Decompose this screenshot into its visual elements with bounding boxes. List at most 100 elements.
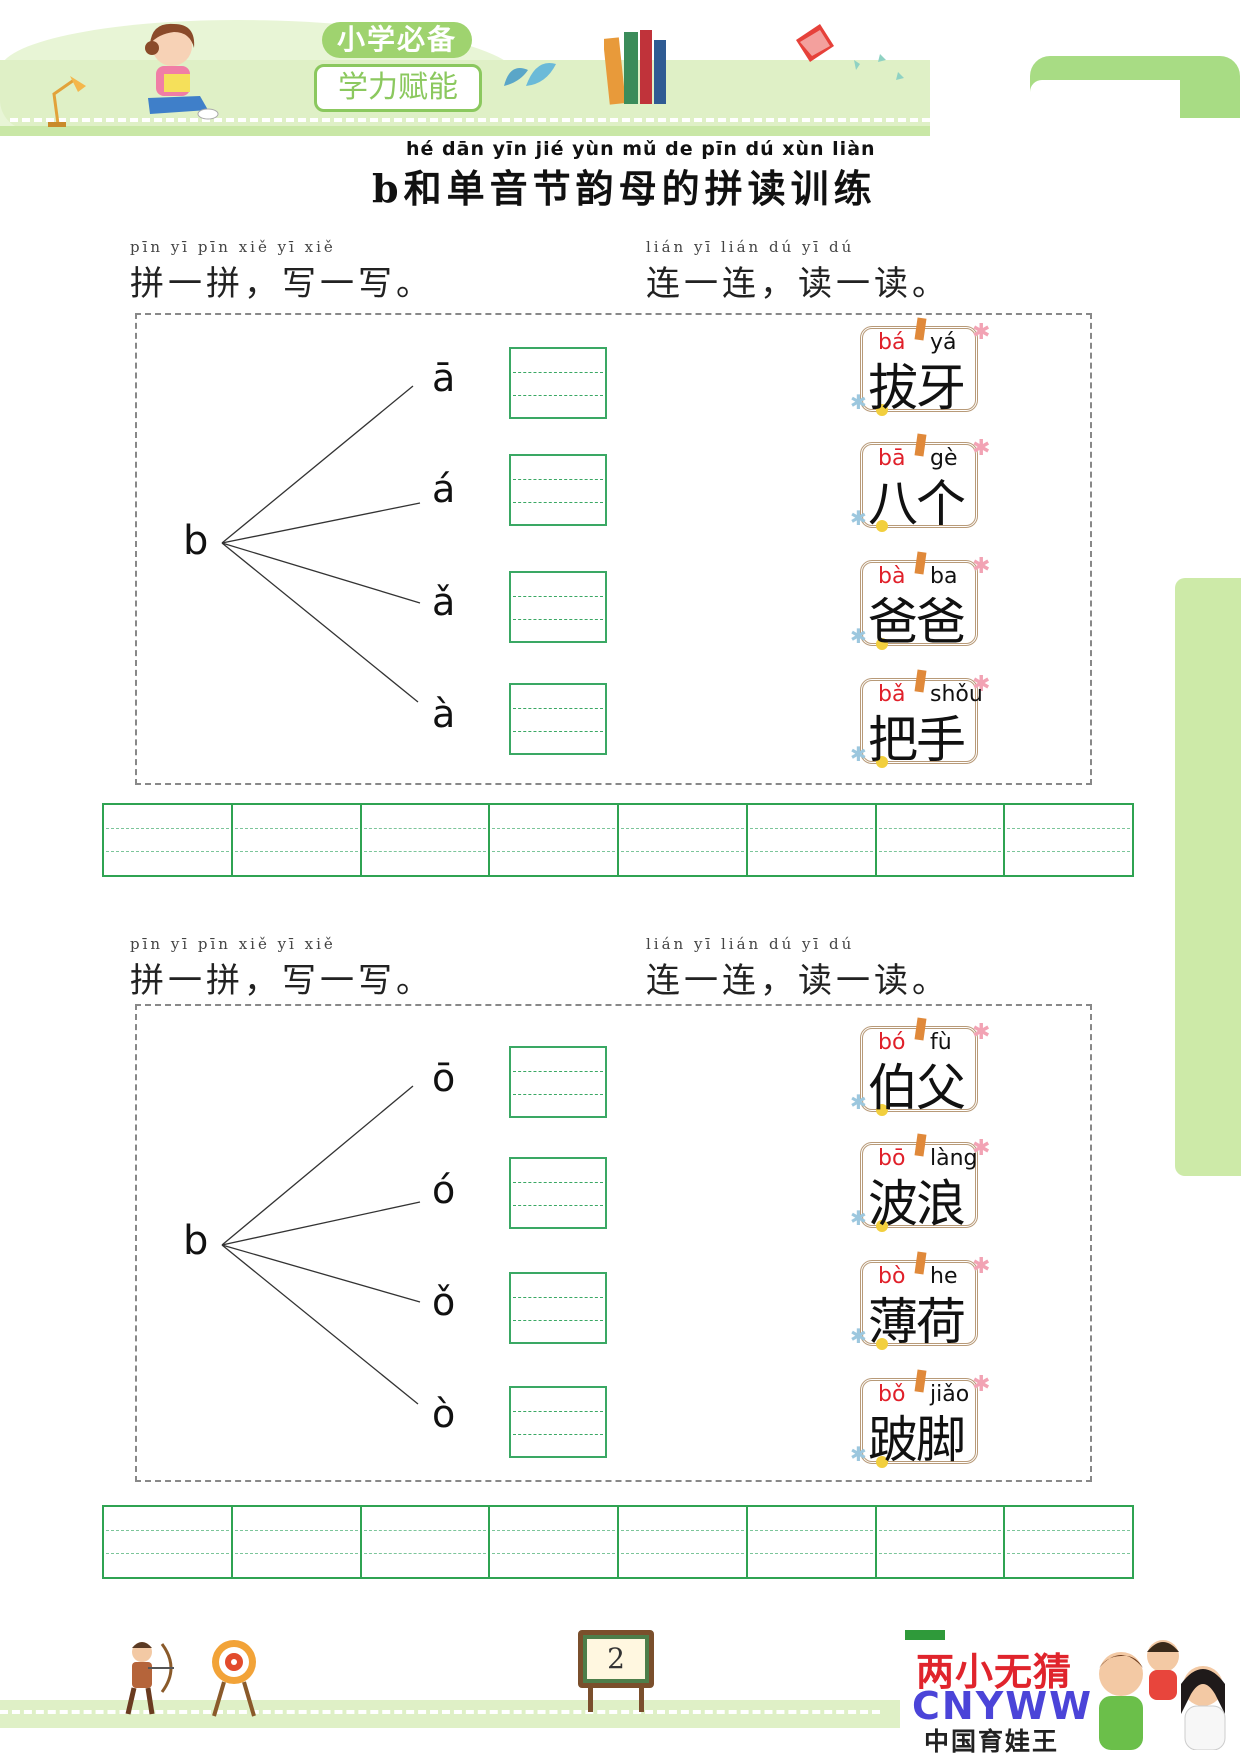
- practice-box: [135, 313, 1092, 785]
- answer-box[interactable]: [509, 1046, 607, 1118]
- star-icon: ✱: [972, 672, 991, 697]
- word-card[interactable]: ✱ ✱ bà ba 爸爸: [848, 551, 990, 651]
- card-pinyin-2: jiǎo: [930, 1382, 970, 1407]
- answer-box[interactable]: [509, 1272, 607, 1344]
- grid-cell[interactable]: [490, 805, 619, 875]
- answer-box[interactable]: [509, 1386, 607, 1458]
- grid-cell[interactable]: [877, 1507, 1006, 1577]
- grid-cell[interactable]: [362, 1507, 491, 1577]
- card-pinyin-2: yá: [930, 330, 957, 355]
- watermark-accent: [905, 1630, 945, 1640]
- leaf-icon: [504, 62, 556, 86]
- final-vowel: ǒ: [432, 1280, 456, 1324]
- star-icon: ✱: [850, 1442, 867, 1466]
- archer-icon: [125, 1642, 174, 1715]
- header-underline: [0, 126, 930, 136]
- star-icon: ✱: [850, 390, 867, 414]
- writing-grid[interactable]: [102, 803, 1134, 877]
- board-stand: [588, 1688, 644, 1712]
- watermark-subtitle: 中国育娃王: [924, 1727, 1060, 1754]
- answer-box[interactable]: [509, 683, 607, 755]
- star-icon: ✱: [972, 1372, 991, 1397]
- grid-cell[interactable]: [1005, 805, 1132, 875]
- grid-cell[interactable]: [1005, 1507, 1132, 1577]
- star-icon: ✱: [972, 1254, 991, 1279]
- dot-icon: [876, 1104, 888, 1116]
- grid-cell[interactable]: [233, 805, 362, 875]
- card-pinyin-1: bō: [878, 1146, 906, 1171]
- side-strip: [1175, 578, 1241, 1176]
- card-pinyin-2: fù: [930, 1030, 952, 1055]
- watermark-brand: CNYWW: [912, 1684, 1094, 1728]
- word-card[interactable]: ✱ ✱ bò he 薄荷: [848, 1251, 990, 1351]
- dot-icon: [876, 638, 888, 650]
- dot-icon: [876, 756, 888, 768]
- lamp-icon: [48, 76, 86, 127]
- grid-cell[interactable]: [748, 1507, 877, 1577]
- grid-cell[interactable]: [619, 1507, 748, 1577]
- card-hanzi: 跛脚: [868, 1411, 966, 1469]
- star-icon: ✱: [850, 1324, 867, 1348]
- card-pinyin-1: bò: [878, 1264, 906, 1289]
- grid-cell[interactable]: [233, 1507, 362, 1577]
- word-card[interactable]: ✱ ✱ bá yá 拔牙: [848, 317, 990, 417]
- girl-reading-icon: [145, 23, 219, 120]
- corner-tab-inner: [1030, 80, 1180, 118]
- instruction-pinyin: pīn yī pīn xiě yī xiě: [130, 238, 336, 256]
- writing-grid[interactable]: [102, 1505, 1134, 1579]
- practice-box: [135, 1004, 1092, 1482]
- card-hanzi: 把手: [868, 711, 966, 769]
- page-number: 2: [587, 1639, 645, 1679]
- dot-icon: [876, 404, 888, 416]
- word-card[interactable]: ✱ ✱ bō làng 波浪: [848, 1133, 990, 1233]
- dot-icon: [876, 1338, 888, 1350]
- grid-cell[interactable]: [490, 1507, 619, 1577]
- badge-learning-power: 学力赋能: [314, 64, 482, 112]
- final-vowel: ā: [432, 356, 456, 400]
- star-icon: ✱: [972, 1020, 991, 1045]
- family-icon: [1099, 1640, 1226, 1750]
- sparkle-icon: [854, 54, 904, 80]
- grid-cell[interactable]: [104, 1507, 233, 1577]
- answer-box[interactable]: [509, 454, 607, 526]
- final-vowel: ó: [432, 1168, 456, 1212]
- card-pinyin-2: gè: [930, 446, 958, 471]
- grid-cell[interactable]: [877, 805, 1006, 875]
- branch-lines: [221, 1085, 421, 1405]
- star-icon: ✱: [972, 554, 991, 579]
- star-icon: ✱: [972, 320, 991, 345]
- footer-divider: [0, 1710, 880, 1714]
- star-icon: ✱: [972, 1136, 991, 1161]
- word-card[interactable]: ✱ ✱ bǒ jiǎo 跛脚: [848, 1369, 990, 1469]
- grid-cell[interactable]: [748, 805, 877, 875]
- card-frame: [860, 1378, 978, 1464]
- answer-box[interactable]: [509, 1157, 607, 1229]
- card-hanzi: 拔牙: [868, 359, 966, 417]
- card-pinyin-1: bà: [878, 564, 906, 589]
- star-icon: ✱: [850, 742, 867, 766]
- card-pinyin-2: he: [930, 1264, 958, 1289]
- grid-cell[interactable]: [619, 805, 748, 875]
- star-icon: ✱: [850, 506, 867, 530]
- card-hanzi: 八个: [868, 475, 966, 533]
- final-vowel: à: [432, 692, 456, 736]
- dot-icon: [876, 1220, 888, 1232]
- card-frame: [860, 1026, 978, 1112]
- header-divider: [10, 118, 930, 122]
- branch-lines: [221, 385, 421, 703]
- word-card[interactable]: ✱ ✱ bó fù 伯父: [848, 1017, 990, 1117]
- grid-cell[interactable]: [104, 805, 233, 875]
- final-vowel: á: [432, 467, 456, 511]
- word-card[interactable]: ✱ ✱ bā gè 八个: [848, 433, 990, 533]
- instruction-text: 连一连，读一读。: [646, 961, 950, 1001]
- star-icon: ✱: [972, 436, 991, 461]
- word-card[interactable]: ✱ ✱ bǎ shǒu 把手: [848, 669, 990, 769]
- dot-icon: [876, 1456, 888, 1468]
- grid-cell[interactable]: [362, 805, 491, 875]
- card-pinyin-1: bó: [878, 1030, 906, 1055]
- answer-box[interactable]: [509, 347, 607, 419]
- badge-primary-school: 小学必备: [322, 22, 472, 58]
- star-icon: ✱: [850, 1090, 867, 1114]
- answer-box[interactable]: [509, 571, 607, 643]
- initial-consonant: b: [183, 518, 209, 564]
